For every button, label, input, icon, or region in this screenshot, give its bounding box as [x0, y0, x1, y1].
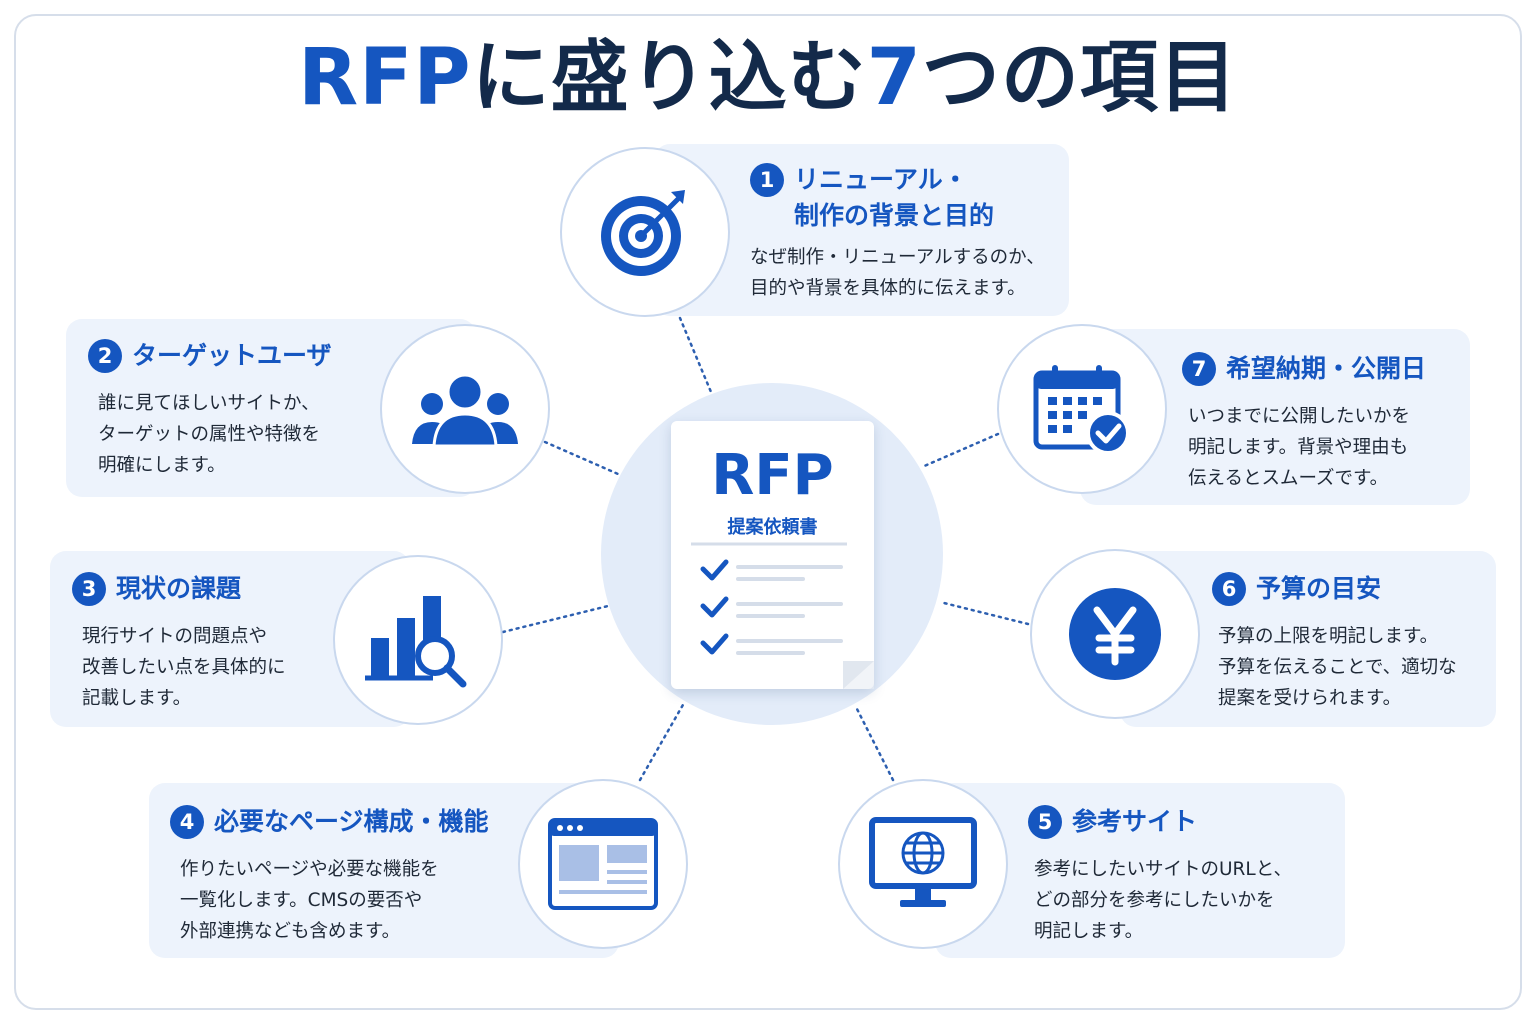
item-5-description: 参考にしたいサイトのURLと、 どの部分を参考にしたいかを 明記します。 [1034, 859, 1292, 942]
item-4-number: 4 [170, 805, 204, 839]
item-3-description: 現行サイトの問題点や 改善したい点を具体的に 記載します。 [82, 626, 286, 709]
item-5-heading: 5 参考サイト [1028, 804, 1338, 840]
item-6-title: 予算の目安 [1256, 574, 1382, 603]
rfp-document-title: RFP [711, 443, 834, 508]
item-7-heading: 7 希望納期・公開日 [1182, 351, 1466, 387]
item-1-heading: 1 リニューアル・ 制作の背景と目的 [750, 162, 1065, 234]
item-5-title: 参考サイト [1072, 807, 1198, 836]
rfp-document: RFP 提案依頼書 [671, 421, 874, 689]
connector-2 [543, 440, 620, 476]
item-3-title: 現状の課題 [116, 574, 242, 603]
icon-circle-3 [333, 555, 503, 725]
item-1-title: リニューアル・ 制作の背景と目的 [794, 165, 995, 230]
item-2-text: 2 ターゲットユーザ 誰に見てほしいサイトか、 ターゲットの属性や特徴を 明確に… [88, 338, 388, 481]
item-6-number: 6 [1212, 572, 1246, 606]
icon-circle-1 [560, 147, 730, 317]
target-icon [601, 190, 685, 276]
item-6-description: 予算の上限を明記します。 予算を伝えることで、適切な 提案を受けられます。 [1218, 626, 1457, 709]
item-4-title: 必要なページ構成・機能 [214, 807, 489, 836]
item-6-text: 6 予算の目安 予算の上限を明記します。 予算を伝えることで、適切な 提案を受け… [1212, 571, 1492, 714]
item-2-heading: 2 ターゲットユーザ [88, 338, 388, 374]
item-4-text: 4 必要なページ構成・機能 作りたいページや必要な機能を 一覧化します。CMSの… [170, 804, 515, 947]
item-6-heading: 6 予算の目安 [1212, 571, 1492, 607]
connector-5 [854, 705, 895, 782]
item-7-description: いつまでに公開したいかを 明記します。背景や理由も 伝えるとスムーズです。 [1188, 406, 1411, 489]
item-3-number: 3 [72, 572, 106, 606]
item-3-heading: 3 現状の課題 [72, 571, 332, 607]
item-3-text: 3 現状の課題 現行サイトの問題点や 改善したい点を具体的に 記載します。 [72, 571, 332, 714]
yen-icon [1069, 588, 1161, 680]
item-7-title: 希望納期・公開日 [1226, 354, 1427, 383]
item-2-number: 2 [88, 339, 122, 373]
item-7-text: 7 希望納期・公開日 いつまでに公開したいかを 明記します。背景や理由も 伝える… [1182, 351, 1466, 494]
item-5-text: 5 参考サイト 参考にしたいサイトのURLと、 どの部分を参考にしたいかを 明記… [1028, 804, 1338, 947]
rfp-document-subtitle: 提案依頼書 [727, 517, 818, 538]
item-5-number: 5 [1028, 805, 1062, 839]
icon-circle-2 [380, 324, 550, 494]
item-2-title: ターゲットユーザ [132, 341, 332, 370]
icon-circle-7 [997, 324, 1167, 494]
item-1-description: なぜ制作・リニューアルするのか、 目的や背景を具体的に伝えます。 [750, 247, 1045, 299]
connector-1 [678, 316, 713, 394]
item-4-heading: 4 必要なページ構成・機能 [170, 804, 515, 840]
icon-circle-5 [838, 779, 1008, 949]
icon-circle-6 [1030, 549, 1200, 719]
checklist-icon [691, 542, 874, 689]
connector-3 [501, 604, 610, 634]
calendar-check-icon [1033, 365, 1130, 455]
users-icon [412, 373, 518, 448]
connector-4 [638, 701, 686, 782]
browser-window-icon [548, 818, 658, 910]
chart-search-icon [365, 596, 467, 688]
connector-6 [938, 600, 1030, 626]
icon-circle-4 [518, 779, 688, 949]
monitor-globe-icon [869, 817, 977, 907]
connector-7 [920, 432, 1000, 469]
item-7-number: 7 [1182, 352, 1216, 386]
item-4-description: 作りたいページや必要な機能を 一覧化します。CMSの要否や 外部連携なども含めま… [180, 859, 439, 942]
item-1-text: 1 リニューアル・ 制作の背景と目的 なぜ制作・リニューアルするのか、 目的や背… [750, 162, 1065, 304]
page-title: RFPに盛り込む7つの項目 [298, 33, 1238, 123]
item-2-description: 誰に見てほしいサイトか、 ターゲットの属性や特徴を 明確にします。 [98, 393, 321, 476]
item-1-number: 1 [750, 163, 784, 197]
